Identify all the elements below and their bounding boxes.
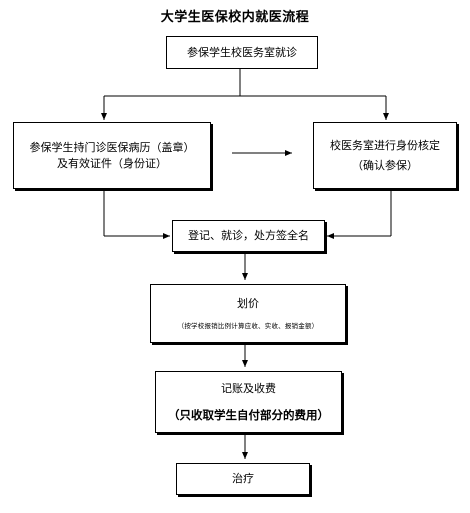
- step-pricing-label: 划价: [237, 296, 259, 310]
- step-records-line2: 及有效证件（身份证）: [57, 156, 167, 170]
- step-verify-line2: （确认参保）: [352, 158, 418, 172]
- step-treatment: 治疗: [176, 463, 310, 495]
- step-treatment-label: 治疗: [232, 472, 254, 486]
- step-visit: 参保学生校医务室就诊: [166, 36, 318, 69]
- step-records: 参保学生持门诊医保病历（盖章） 及有效证件（身份证）: [13, 122, 211, 189]
- diagram-title: 大学生医保校内就医流程: [160, 10, 310, 25]
- step-billing-note: （只收取学生自付部分的费用）: [168, 407, 329, 422]
- step-verify: 校医务室进行身份核定 （确认参保）: [313, 122, 457, 189]
- step-register: 登记、就诊，处方签全名: [172, 220, 325, 252]
- step-billing-label: 记账及收费: [221, 381, 276, 395]
- step-verify-line1: 校医务室进行身份核定: [330, 138, 440, 152]
- step-billing: 记账及收费 （只收取学生自付部分的费用）: [155, 371, 342, 433]
- step-records-line1: 参保学生持门诊医保病历（盖章）: [29, 140, 195, 154]
- step-visit-label: 参保学生校医务室就诊: [187, 45, 297, 59]
- step-pricing: 划价 （按学校报销比例计算应收、实收、报销金额）: [150, 284, 346, 343]
- step-register-label: 登记、就诊，处方签全名: [188, 229, 309, 243]
- step-pricing-note: （按学校报销比例计算应收、实收、报销金额）: [177, 321, 319, 330]
